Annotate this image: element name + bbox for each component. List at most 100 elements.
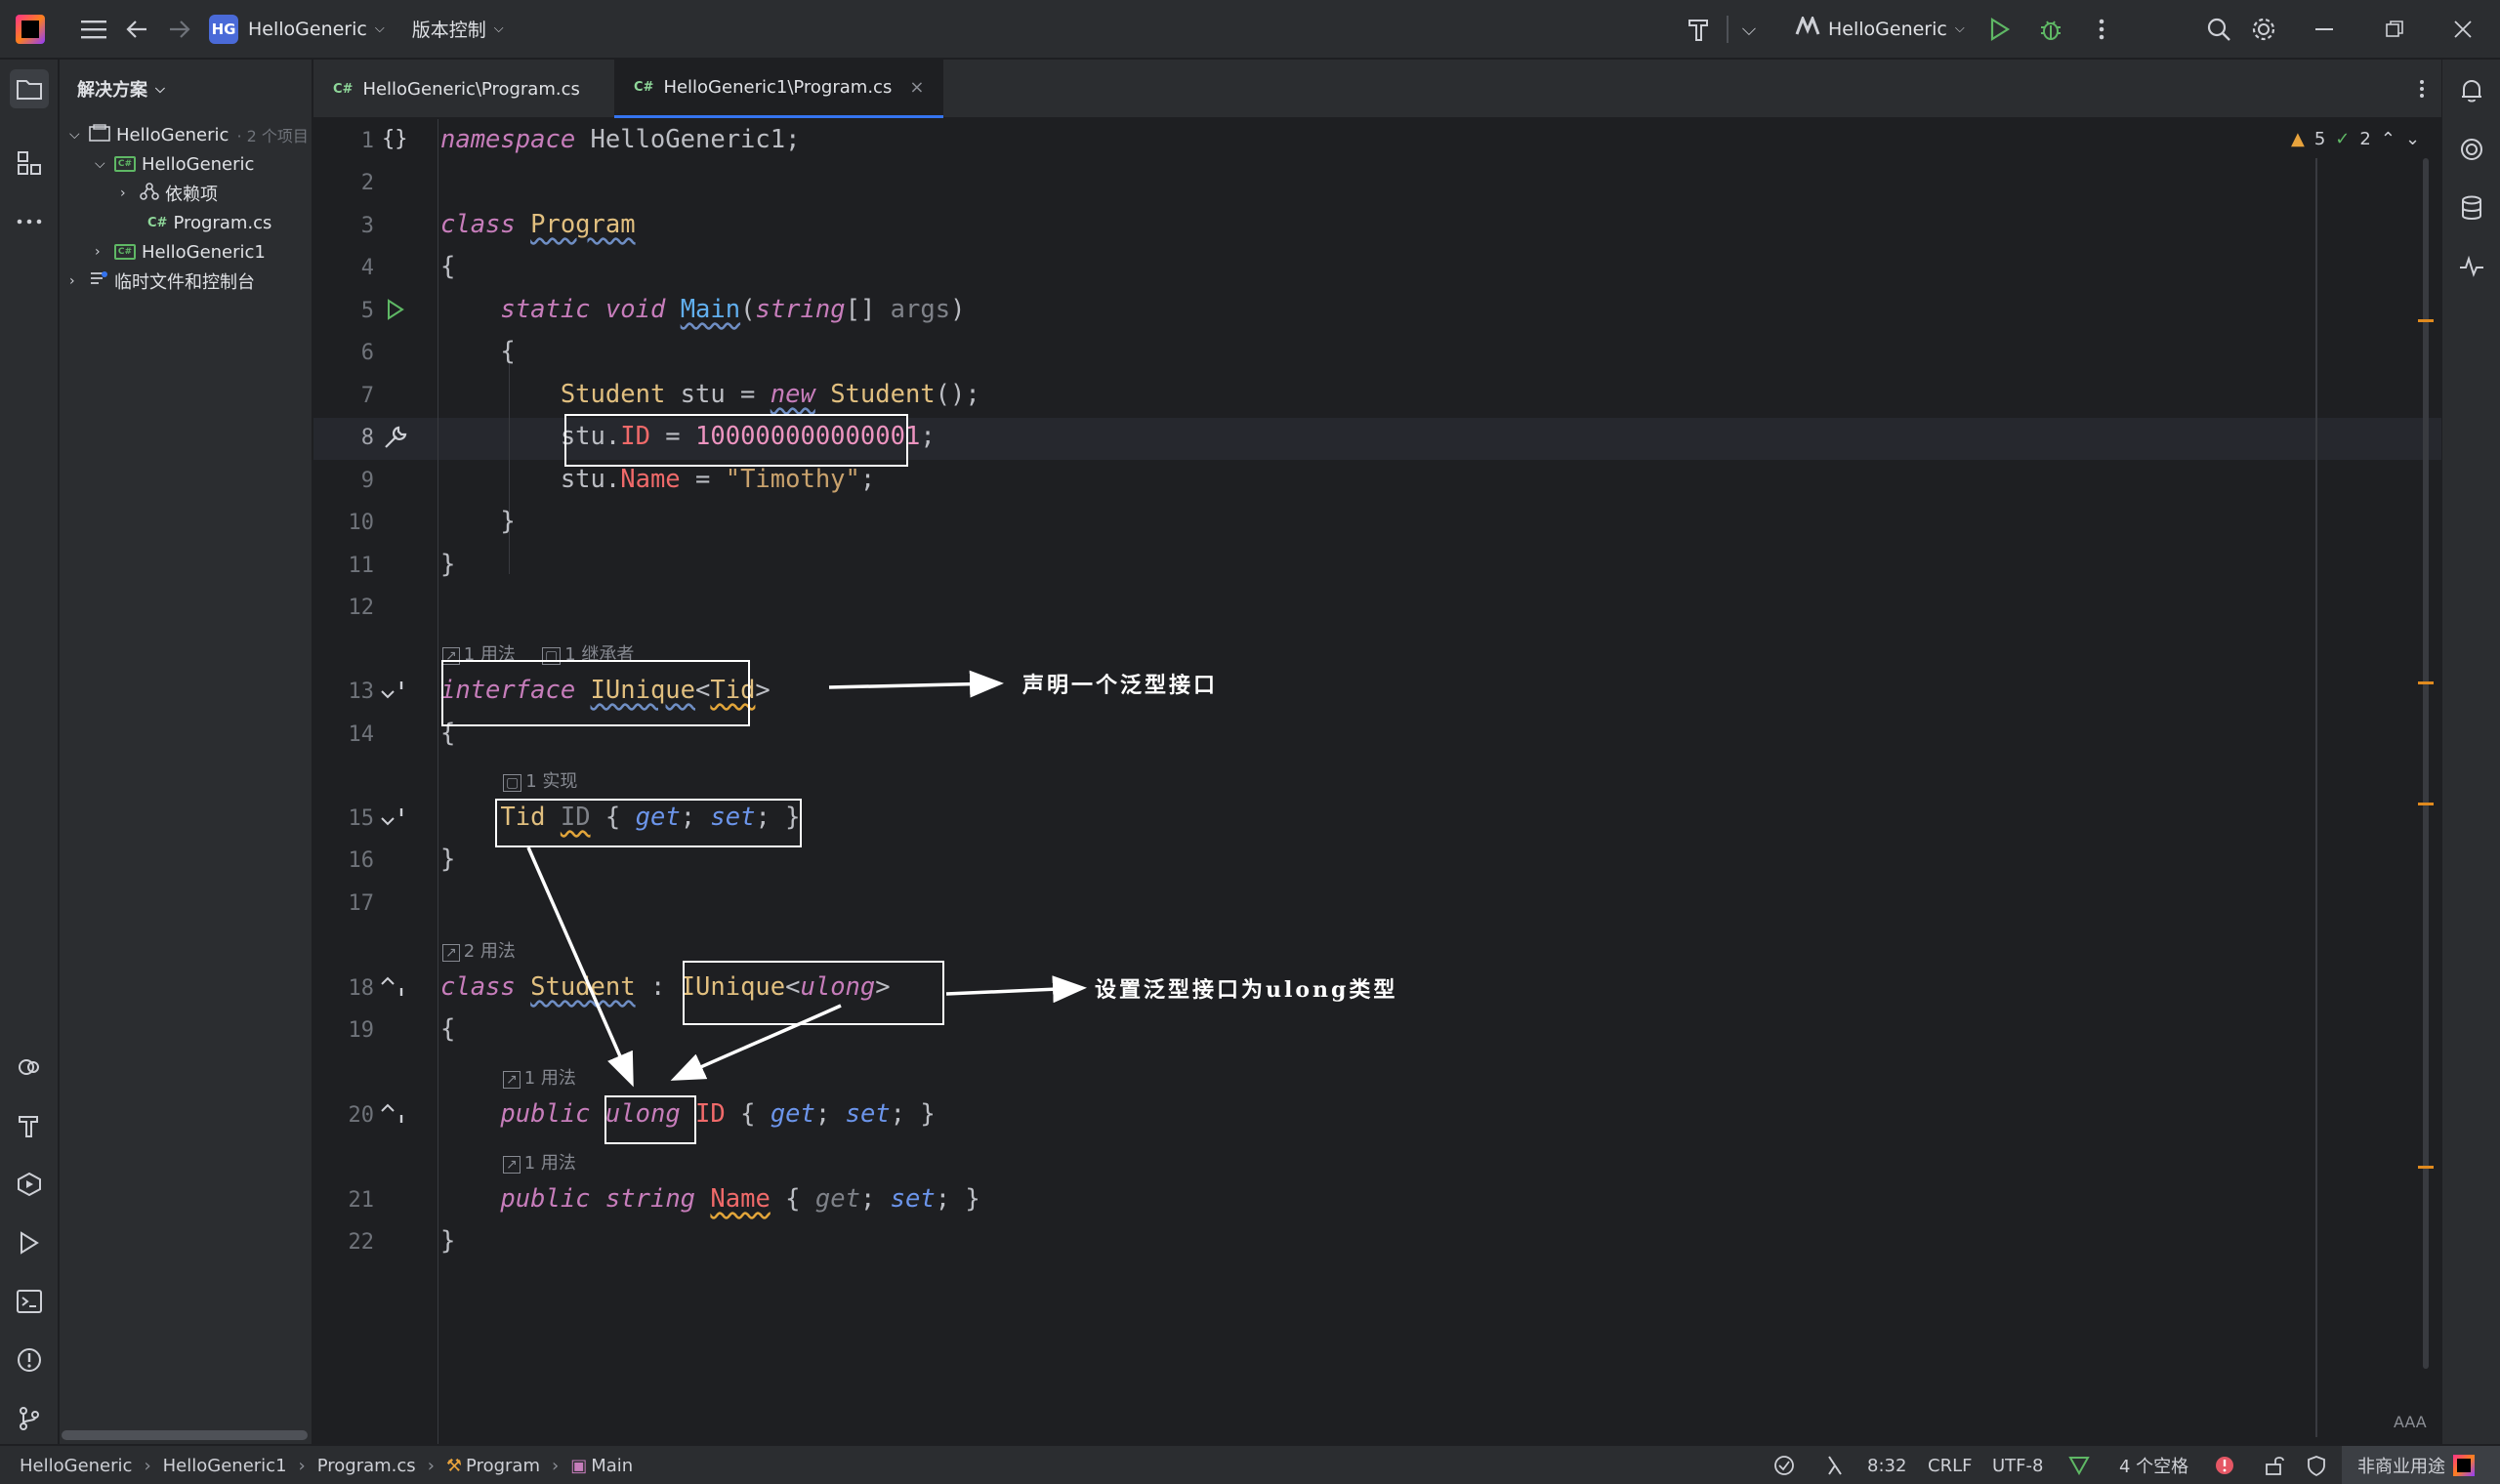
settings-button[interactable] [2242, 0, 2285, 59]
project-switcher[interactable]: HG HelloGeneric ⌵ [209, 0, 385, 59]
line-number: 4 [360, 256, 374, 280]
breadcrumb-item[interactable]: Program [466, 1455, 540, 1476]
file-encoding[interactable]: UTF-8 [1992, 1455, 2044, 1476]
implementations-hint[interactable]: ▢1 实现 [503, 767, 577, 793]
wrench-icon[interactable] [382, 424, 409, 457]
chevron-up-icon[interactable]: ⌃ [2380, 129, 2396, 149]
warning-marker[interactable] [2418, 681, 2434, 684]
back-button[interactable] [115, 0, 158, 59]
run-button[interactable] [1979, 0, 2021, 59]
hint-label: 1 用法 [523, 1068, 576, 1089]
code-line: public ulong ID { get; set; } [500, 1099, 936, 1129]
close-icon[interactable]: × [909, 77, 925, 98]
implements-gutter-icon[interactable] [378, 1101, 407, 1133]
search-button[interactable] [2197, 0, 2240, 59]
services-tool-button[interactable] [10, 1048, 49, 1087]
tree-item-project-hellogeneric[interactable]: ⌵ C# HelloGeneric [95, 149, 254, 179]
maximize-button[interactable] [2373, 0, 2416, 59]
build-button[interactable] [1678, 0, 1721, 59]
solution-icon [89, 123, 110, 146]
implemented-gutter-icon[interactable] [378, 806, 407, 838]
database-button[interactable] [2452, 188, 2491, 227]
annotation-arrows [526, 670, 1087, 1088]
build-options-button[interactable]: ⌵ [1732, 0, 1766, 59]
implemented-gutter-icon[interactable] [378, 680, 407, 711]
main-menu-button[interactable] [72, 0, 115, 59]
usages-hint[interactable]: ↗1 用法 [503, 1064, 576, 1090]
build-tool-button[interactable] [10, 1106, 49, 1145]
usages-hint[interactable]: ↗1 用法 [503, 1149, 576, 1175]
csharp-file-icon: C# [634, 80, 654, 95]
app-logo-icon[interactable] [16, 14, 45, 44]
minimize-button[interactable] [2303, 0, 2346, 59]
tree-item-label: HelloGeneric1 [142, 241, 266, 263]
code-line: } [440, 1226, 456, 1256]
tab-options-button[interactable] [2402, 60, 2441, 118]
forward-button[interactable] [158, 0, 201, 59]
shield-icon[interactable] [2307, 1446, 2326, 1484]
tree-item-label: 依赖项 [165, 185, 218, 205]
caret-position[interactable]: 8:32 [1867, 1455, 1907, 1476]
current-line-highlight [313, 418, 2441, 460]
tree-item-scratches[interactable]: › 临时文件和控制台 [69, 267, 255, 296]
check-status-icon[interactable] [1773, 1446, 1795, 1484]
vcs-status-icon[interactable] [2068, 1446, 2090, 1484]
warning-marker[interactable] [2418, 803, 2434, 805]
project-tool-button[interactable] [10, 69, 49, 108]
more-actions-button[interactable] [2080, 0, 2123, 59]
play-icon [21, 1231, 39, 1255]
code-line: Student stu = new Student(); [560, 380, 980, 409]
ai-status-icon[interactable] [1826, 1446, 1844, 1484]
chevron-down-icon: ⌵ [1741, 18, 1757, 40]
run-config-selector[interactable]: HelloGeneric ⌵ [1795, 0, 1965, 59]
ai-assistant-button[interactable] [2452, 130, 2491, 169]
inspections-widget[interactable]: ▲ 5 ✓ 2 ⌃ ⌄ [2291, 129, 2420, 149]
profiler-button[interactable] [2452, 247, 2491, 286]
run-tool-button[interactable] [10, 1223, 49, 1262]
hint-label: 1 用法 [523, 1153, 576, 1174]
reader-mode-toggle[interactable]: AAA [2394, 1413, 2427, 1431]
terminal-tool-button[interactable] [10, 1282, 49, 1321]
tab-hellogeneric-program[interactable]: C# HelloGeneric\Program.cs [313, 60, 614, 118]
tree-item-project-hellogeneric1[interactable]: › C# HelloGeneric1 [95, 237, 266, 267]
annotation-box-id-assignment [564, 414, 908, 467]
close-window-button[interactable] [2441, 0, 2484, 59]
error-status-icon[interactable] [2215, 1446, 2234, 1484]
implements-gutter-icon[interactable] [378, 974, 407, 1006]
tree-item-program-cs[interactable]: C# Program.cs [147, 208, 271, 237]
notifications-button[interactable] [2452, 71, 2491, 110]
indent-setting[interactable]: 4 个空格 [2119, 1457, 2189, 1477]
tree-item-solution[interactable]: ⌵ HelloGeneric · 2 个项目 [69, 120, 309, 149]
structure-tool-button[interactable] [10, 144, 49, 183]
warning-marker[interactable] [2418, 1166, 2434, 1169]
more-tools-button[interactable] [10, 202, 49, 241]
git-tool-button[interactable] [10, 1399, 49, 1438]
line-ending[interactable]: CRLF [1928, 1455, 1973, 1476]
indent-guide [509, 359, 510, 574]
problems-tool-button[interactable] [10, 1340, 49, 1380]
breadcrumb-item[interactable]: HelloGeneric [20, 1455, 133, 1476]
debug-button[interactable] [2029, 0, 2072, 59]
run-gutter-icon[interactable] [386, 299, 405, 326]
restore-icon [2373, 8, 2416, 51]
breadcrumb-item[interactable]: Main [591, 1455, 634, 1476]
editor-scrollbar[interactable] [2423, 158, 2429, 1369]
vcs-menu[interactable]: 版本控制 ⌵ [412, 0, 504, 59]
solution-header[interactable]: 解决方案 ⌵ [60, 60, 312, 118]
license-badge[interactable]: 非商业用途 [2342, 1446, 2500, 1484]
tree-scrollbar[interactable] [62, 1430, 308, 1440]
tab-hellogeneric1-program[interactable]: C# HelloGeneric1\Program.cs × [614, 60, 944, 118]
usages-hint[interactable]: ↗2 用法 [442, 937, 516, 963]
code-editor[interactable]: 1 2 3 4 5 6 7 8 9 10 11 12 13 14 15 16 1… [313, 119, 2441, 1444]
warning-marker[interactable] [2418, 319, 2434, 322]
breadcrumb-item[interactable]: Program.cs [316, 1455, 416, 1476]
lock-open-icon[interactable] [2264, 1446, 2285, 1484]
tree-item-label: HelloGeneric [142, 153, 255, 175]
debug-tool-button[interactable] [10, 1165, 49, 1204]
chevron-down-icon[interactable]: ⌄ [2404, 129, 2421, 149]
tree-item-dependencies[interactable]: › 依赖项 [120, 179, 218, 208]
breadcrumb-item[interactable]: HelloGeneric1 [162, 1455, 287, 1476]
line-number: 19 [348, 1018, 375, 1043]
annotation-box-interface [441, 660, 750, 726]
usages-hint[interactable]: ↗1 用法 [442, 640, 516, 666]
